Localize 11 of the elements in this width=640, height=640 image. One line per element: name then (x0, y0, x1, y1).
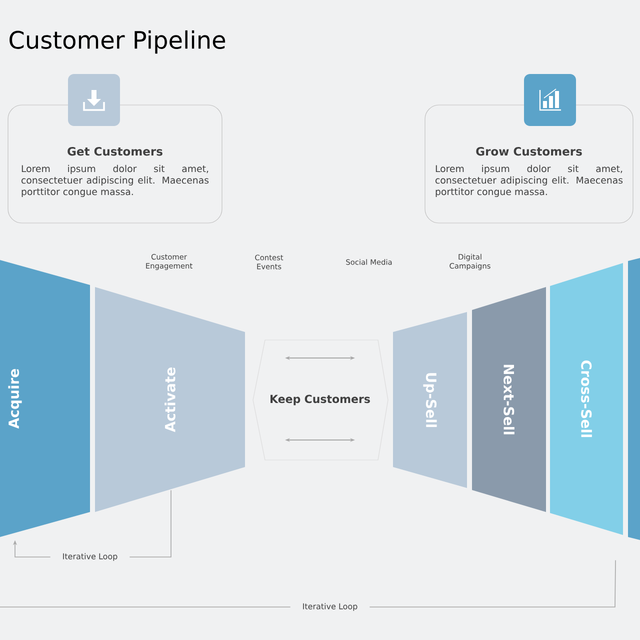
funnel-segment (628, 258, 640, 540)
edge-label: Iterative Loop (303, 603, 358, 611)
funnel-segment: Up-Sell (393, 312, 467, 488)
hexagon: Keep Customers (252, 340, 388, 460)
funnel-segment: Activate (95, 287, 245, 512)
funnel-segment: Cross-Sell (550, 263, 623, 535)
text-card: Get Customers Lorem ipsum dolor sit amet, consectetuer adipiscing elit. Maecenas porttitor congue massa. (8, 104, 222, 224)
edge-label: Iterative Loop (63, 553, 118, 561)
text-card: Grow Customers Lorem ipsum dolor sit amet, consectetuer adipiscing elit. Maecenas porttitor congue massa. (424, 104, 634, 224)
title: Customer Pipeline (10, 30, 226, 54)
funnel-segment: Acquire (0, 260, 90, 537)
